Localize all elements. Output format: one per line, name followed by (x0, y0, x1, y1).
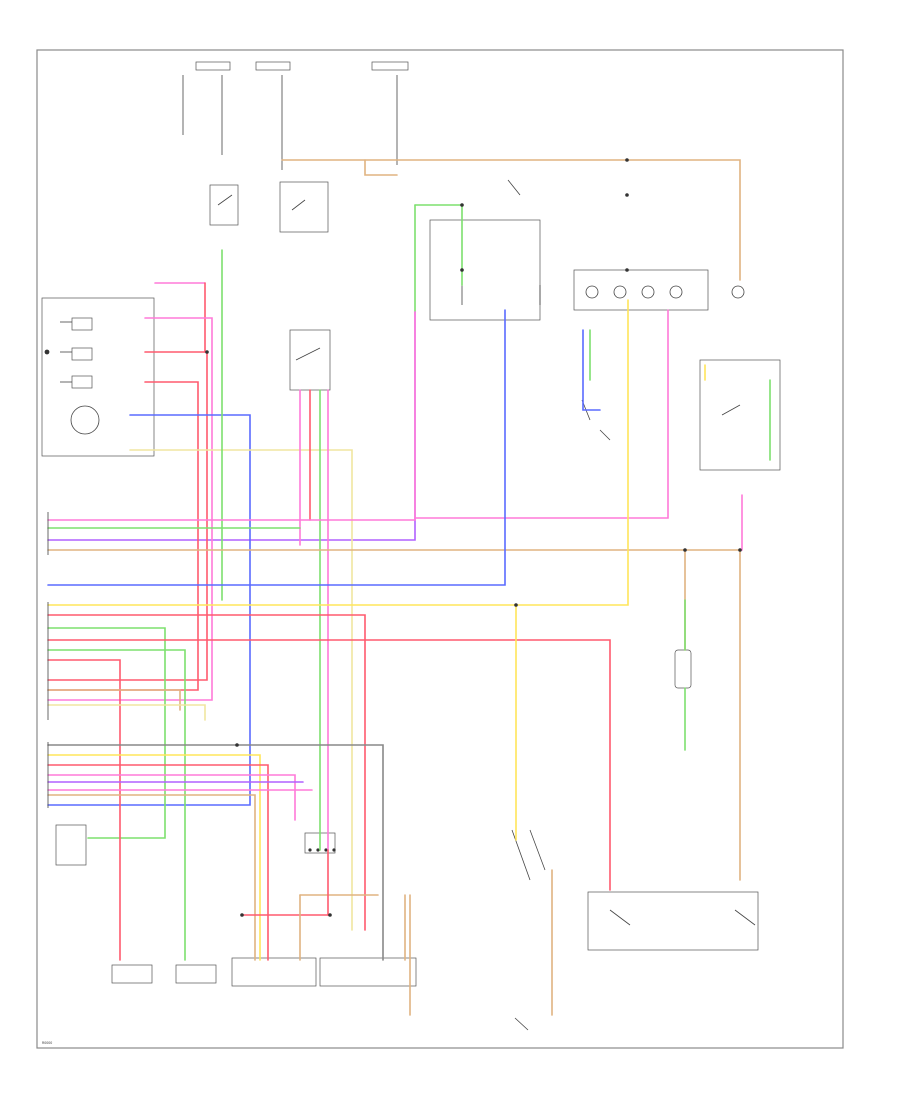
center-relay (289, 329, 331, 391)
wire-red-26 (47, 614, 366, 931)
left-control-module (41, 297, 155, 457)
wire-yellow-35 (47, 754, 261, 961)
wire-tan-40 (47, 794, 256, 961)
wire-yellow-25 (47, 299, 629, 606)
wire-red-28 (47, 639, 611, 891)
wire-green-27 (47, 627, 166, 839)
wire-pink-7 (47, 317, 213, 701)
top-power-sources (182, 61, 409, 233)
wire-red-8 (47, 351, 208, 681)
wire-blue-24 (47, 309, 506, 586)
footer-code: R0000 (42, 1041, 52, 1045)
wire-red-9 (47, 381, 199, 691)
bottom-switches (511, 829, 756, 1031)
diagram-frame (36, 49, 844, 1049)
top-center-module (429, 179, 541, 321)
wire-pink-37 (47, 774, 296, 821)
wire-blue-10 (47, 414, 251, 806)
wire-gray-34 (47, 744, 384, 961)
wire-light-yellow-32 (47, 704, 206, 721)
wire-tan-31 (47, 689, 181, 711)
wires (47, 159, 771, 1016)
junction-dots (205, 158, 742, 917)
wire-red-36 (47, 764, 269, 961)
wire-blue-41 (582, 329, 601, 411)
wire-violet-4 (47, 311, 416, 541)
wire-red-30 (47, 659, 121, 961)
wire-green-29 (47, 649, 186, 961)
bottom-sensors (55, 824, 759, 987)
wire-tan-0 (281, 159, 741, 281)
right-switch-module (699, 359, 781, 471)
wire-tan-1 (364, 159, 398, 176)
wire-light-yellow-11 (129, 449, 353, 931)
mid-switch (581, 399, 611, 441)
indicator-lamps (573, 269, 745, 311)
wire-tan-20 (47, 549, 741, 881)
wire-green-2 (414, 204, 463, 286)
wire-pink-17 (47, 311, 416, 521)
wire-pink-18 (414, 309, 669, 519)
solenoid (674, 649, 692, 689)
